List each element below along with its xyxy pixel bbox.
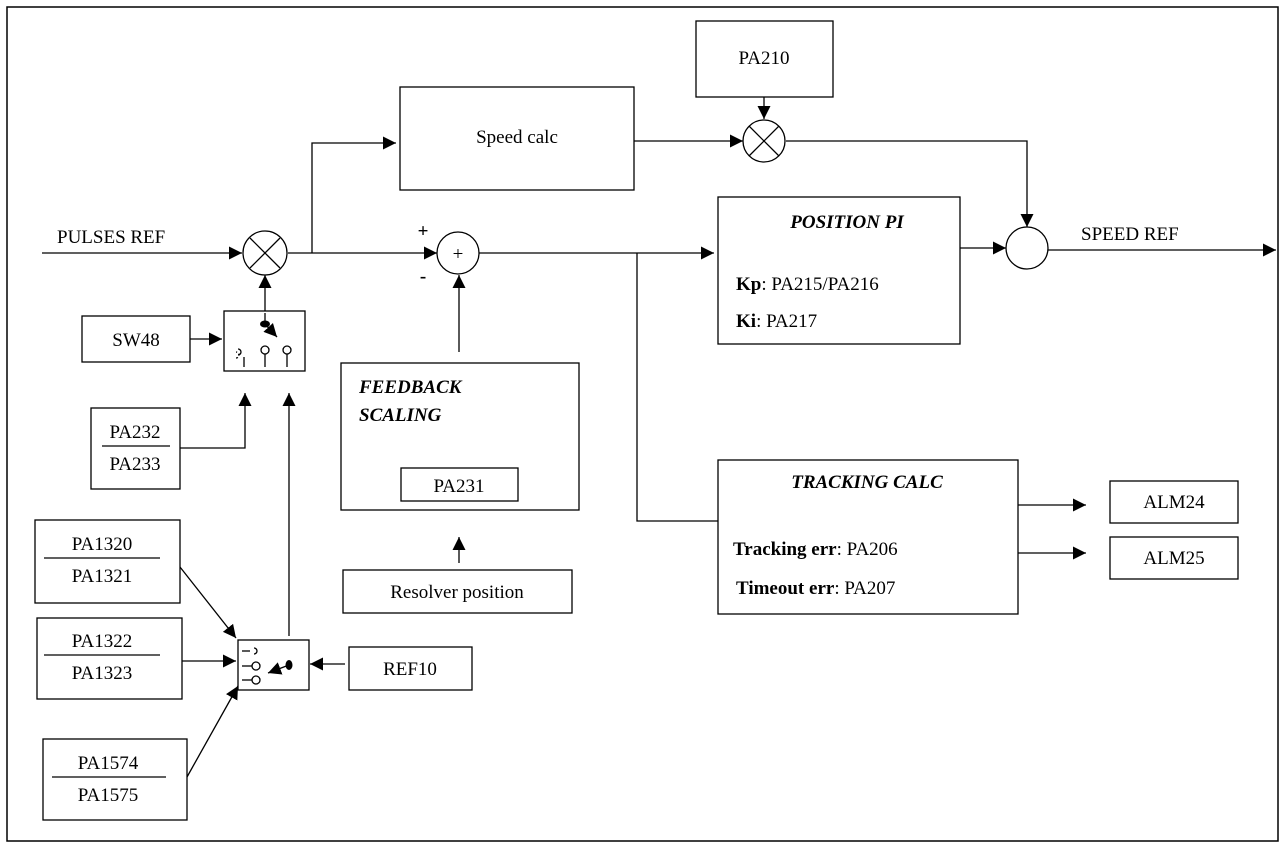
pa1322-pa1323-ratio-box: PA1322 PA1323 xyxy=(36,617,183,700)
speed-calc-label: Speed calc xyxy=(476,127,558,148)
pa1574-pa1575-ratio-box: PA1574 PA1575 xyxy=(42,738,188,821)
speed-ref-label: SPEED REF xyxy=(1081,224,1179,245)
alm24-box: ALM24 xyxy=(1109,480,1239,524)
kp-label: Kp xyxy=(736,274,761,295)
pa232-label: PA232 xyxy=(109,422,160,443)
timeout-err-value: : PA207 xyxy=(834,578,895,599)
tracking-err-label: Tracking err xyxy=(733,539,837,560)
minus-sign-label: - xyxy=(420,266,426,287)
pa1322-label: PA1322 xyxy=(72,631,133,652)
sum-symbol: + xyxy=(453,244,464,265)
feedback-scaling-box: FEEDBACK SCALING PA231 xyxy=(340,362,580,511)
position-pi-box: POSITION PI Kp: PA215/PA216 Ki: PA217 xyxy=(717,196,961,345)
sw48-box: SW48 xyxy=(81,315,191,363)
resolver-position-box: Resolver position xyxy=(342,569,573,614)
alm25-label: ALM25 xyxy=(1143,548,1204,569)
pulses-ref-label: PULSES REF xyxy=(57,227,165,248)
pa1574-label: PA1574 xyxy=(78,753,139,774)
pa232-pa233-ratio-box: PA232 PA233 xyxy=(90,407,181,490)
ki-label: Ki xyxy=(736,311,756,332)
pa210-box: PA210 xyxy=(695,20,834,98)
selector-switch-1 xyxy=(223,310,306,372)
multiplier-junction-speed xyxy=(742,119,786,163)
timeout-err-row: Timeout err: PA207 xyxy=(736,578,895,599)
pa231-box xyxy=(400,467,519,502)
ref10-label: REF10 xyxy=(383,659,437,680)
pa1323-label: PA1323 xyxy=(72,663,133,684)
resolver-position-label: Resolver position xyxy=(390,582,524,603)
pa1320-label: PA1320 xyxy=(72,534,133,555)
output-junction xyxy=(1005,226,1049,270)
summing-junction: + xyxy=(436,231,480,275)
pa233-label: PA233 xyxy=(109,454,160,475)
ki-value: : PA217 xyxy=(756,311,817,332)
ki-row: Ki: PA217 xyxy=(736,311,817,332)
position-pi-title: POSITION PI xyxy=(789,212,904,233)
pa210-label: PA210 xyxy=(738,48,789,69)
feedback-scaling-line1: FEEDBACK xyxy=(358,377,463,398)
plus-sign-label: + xyxy=(418,221,429,242)
alm24-label: ALM24 xyxy=(1143,492,1205,513)
ref10-box: REF10 xyxy=(348,646,473,691)
selector-switch-2 xyxy=(237,639,310,691)
alm25-box: ALM25 xyxy=(1109,536,1239,580)
timeout-err-label: Timeout err xyxy=(736,578,835,599)
sw48-label: SW48 xyxy=(112,330,160,351)
tracking-err-value: : PA206 xyxy=(837,539,898,560)
kp-value: : PA215/PA216 xyxy=(761,274,878,295)
multiplier-junction-input xyxy=(242,230,288,276)
pa1575-label: PA1575 xyxy=(78,785,139,806)
feedback-scaling-line2: SCALING xyxy=(359,405,442,426)
tracking-calc-box: TRACKING CALC Tracking err: PA206 Timeou… xyxy=(717,459,1019,615)
kp-row: Kp: PA215/PA216 xyxy=(736,274,879,295)
pa1320-pa1321-ratio-box: PA1320 PA1321 xyxy=(34,519,181,604)
tracking-err-row: Tracking err: PA206 xyxy=(733,539,898,560)
diagram-frame xyxy=(6,6,1279,842)
speed-calc-box: Speed calc xyxy=(399,86,635,191)
pa1321-label: PA1321 xyxy=(72,566,133,587)
signal-lines xyxy=(42,97,1276,778)
tracking-calc-title: TRACKING CALC xyxy=(791,472,943,493)
pa231-label: PA231 xyxy=(433,476,484,497)
